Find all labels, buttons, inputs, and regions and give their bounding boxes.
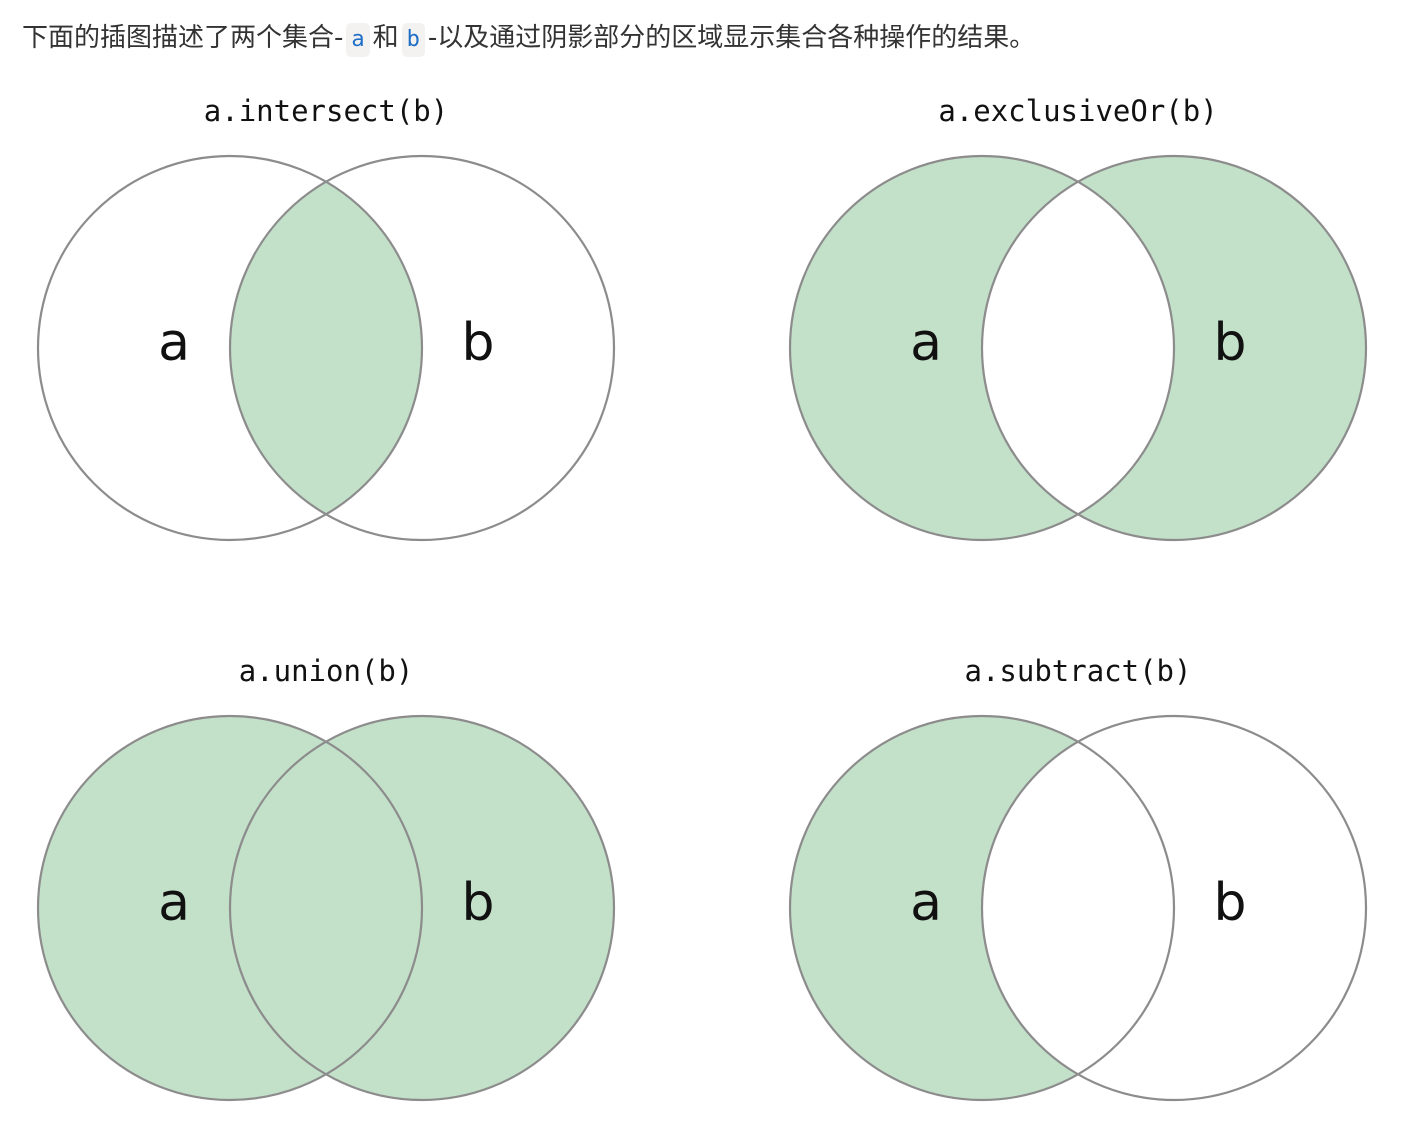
set-a-label: a — [158, 873, 190, 933]
set-a-code: a — [346, 23, 370, 57]
intro-conjunction: 和 — [372, 23, 399, 53]
diagram-title: a.intersect(b) — [204, 94, 448, 128]
set-a-label: a — [158, 313, 190, 373]
diagram-title: a.exclusiveOr(b) — [938, 94, 1217, 128]
venn-subtract: a.subtract(b) a b — [774, 648, 1374, 1138]
circle-b — [980, 714, 1368, 1102]
intersection-cutout — [982, 156, 1174, 540]
set-b-code: b — [401, 23, 425, 57]
intro-prefix: 下面的插图描述了两个集合- — [22, 23, 344, 53]
venn-exclusive-or-svg: a.exclusiveOr(b) a b — [788, 94, 1368, 542]
venn-union: a.union(b) a b — [22, 648, 622, 1138]
set-b-label: b — [461, 313, 494, 373]
circle-a — [36, 154, 424, 542]
diagram-title: a.union(b) — [239, 654, 414, 688]
circle-b — [228, 714, 616, 1102]
circle-a — [788, 714, 1176, 1102]
venn-intersect-svg: a.intersect(b) a b — [36, 94, 616, 542]
diagram-title: a.subtract(b) — [965, 654, 1192, 688]
set-a-label: a — [910, 313, 942, 373]
venn-intersect: a.intersect(b) a b — [22, 88, 622, 578]
set-b-label: b — [1213, 313, 1246, 373]
set-b-label: b — [461, 873, 494, 933]
intro-suffix: -以及通过阴影部分的区域显示集合各种操作的结果。 — [427, 23, 1036, 53]
set-a-label: a — [910, 873, 942, 933]
intersection-region — [230, 156, 422, 540]
venn-subtract-svg: a.subtract(b) a b — [788, 654, 1368, 1102]
circle-b — [228, 154, 616, 542]
circle-a — [36, 714, 424, 1102]
venn-exclusive-or: a.exclusiveOr(b) a b — [774, 88, 1374, 578]
set-b-label: b — [1213, 873, 1246, 933]
circle-a — [788, 154, 1176, 542]
circle-b — [980, 154, 1368, 542]
venn-union-svg: a.union(b) a b — [36, 654, 616, 1102]
